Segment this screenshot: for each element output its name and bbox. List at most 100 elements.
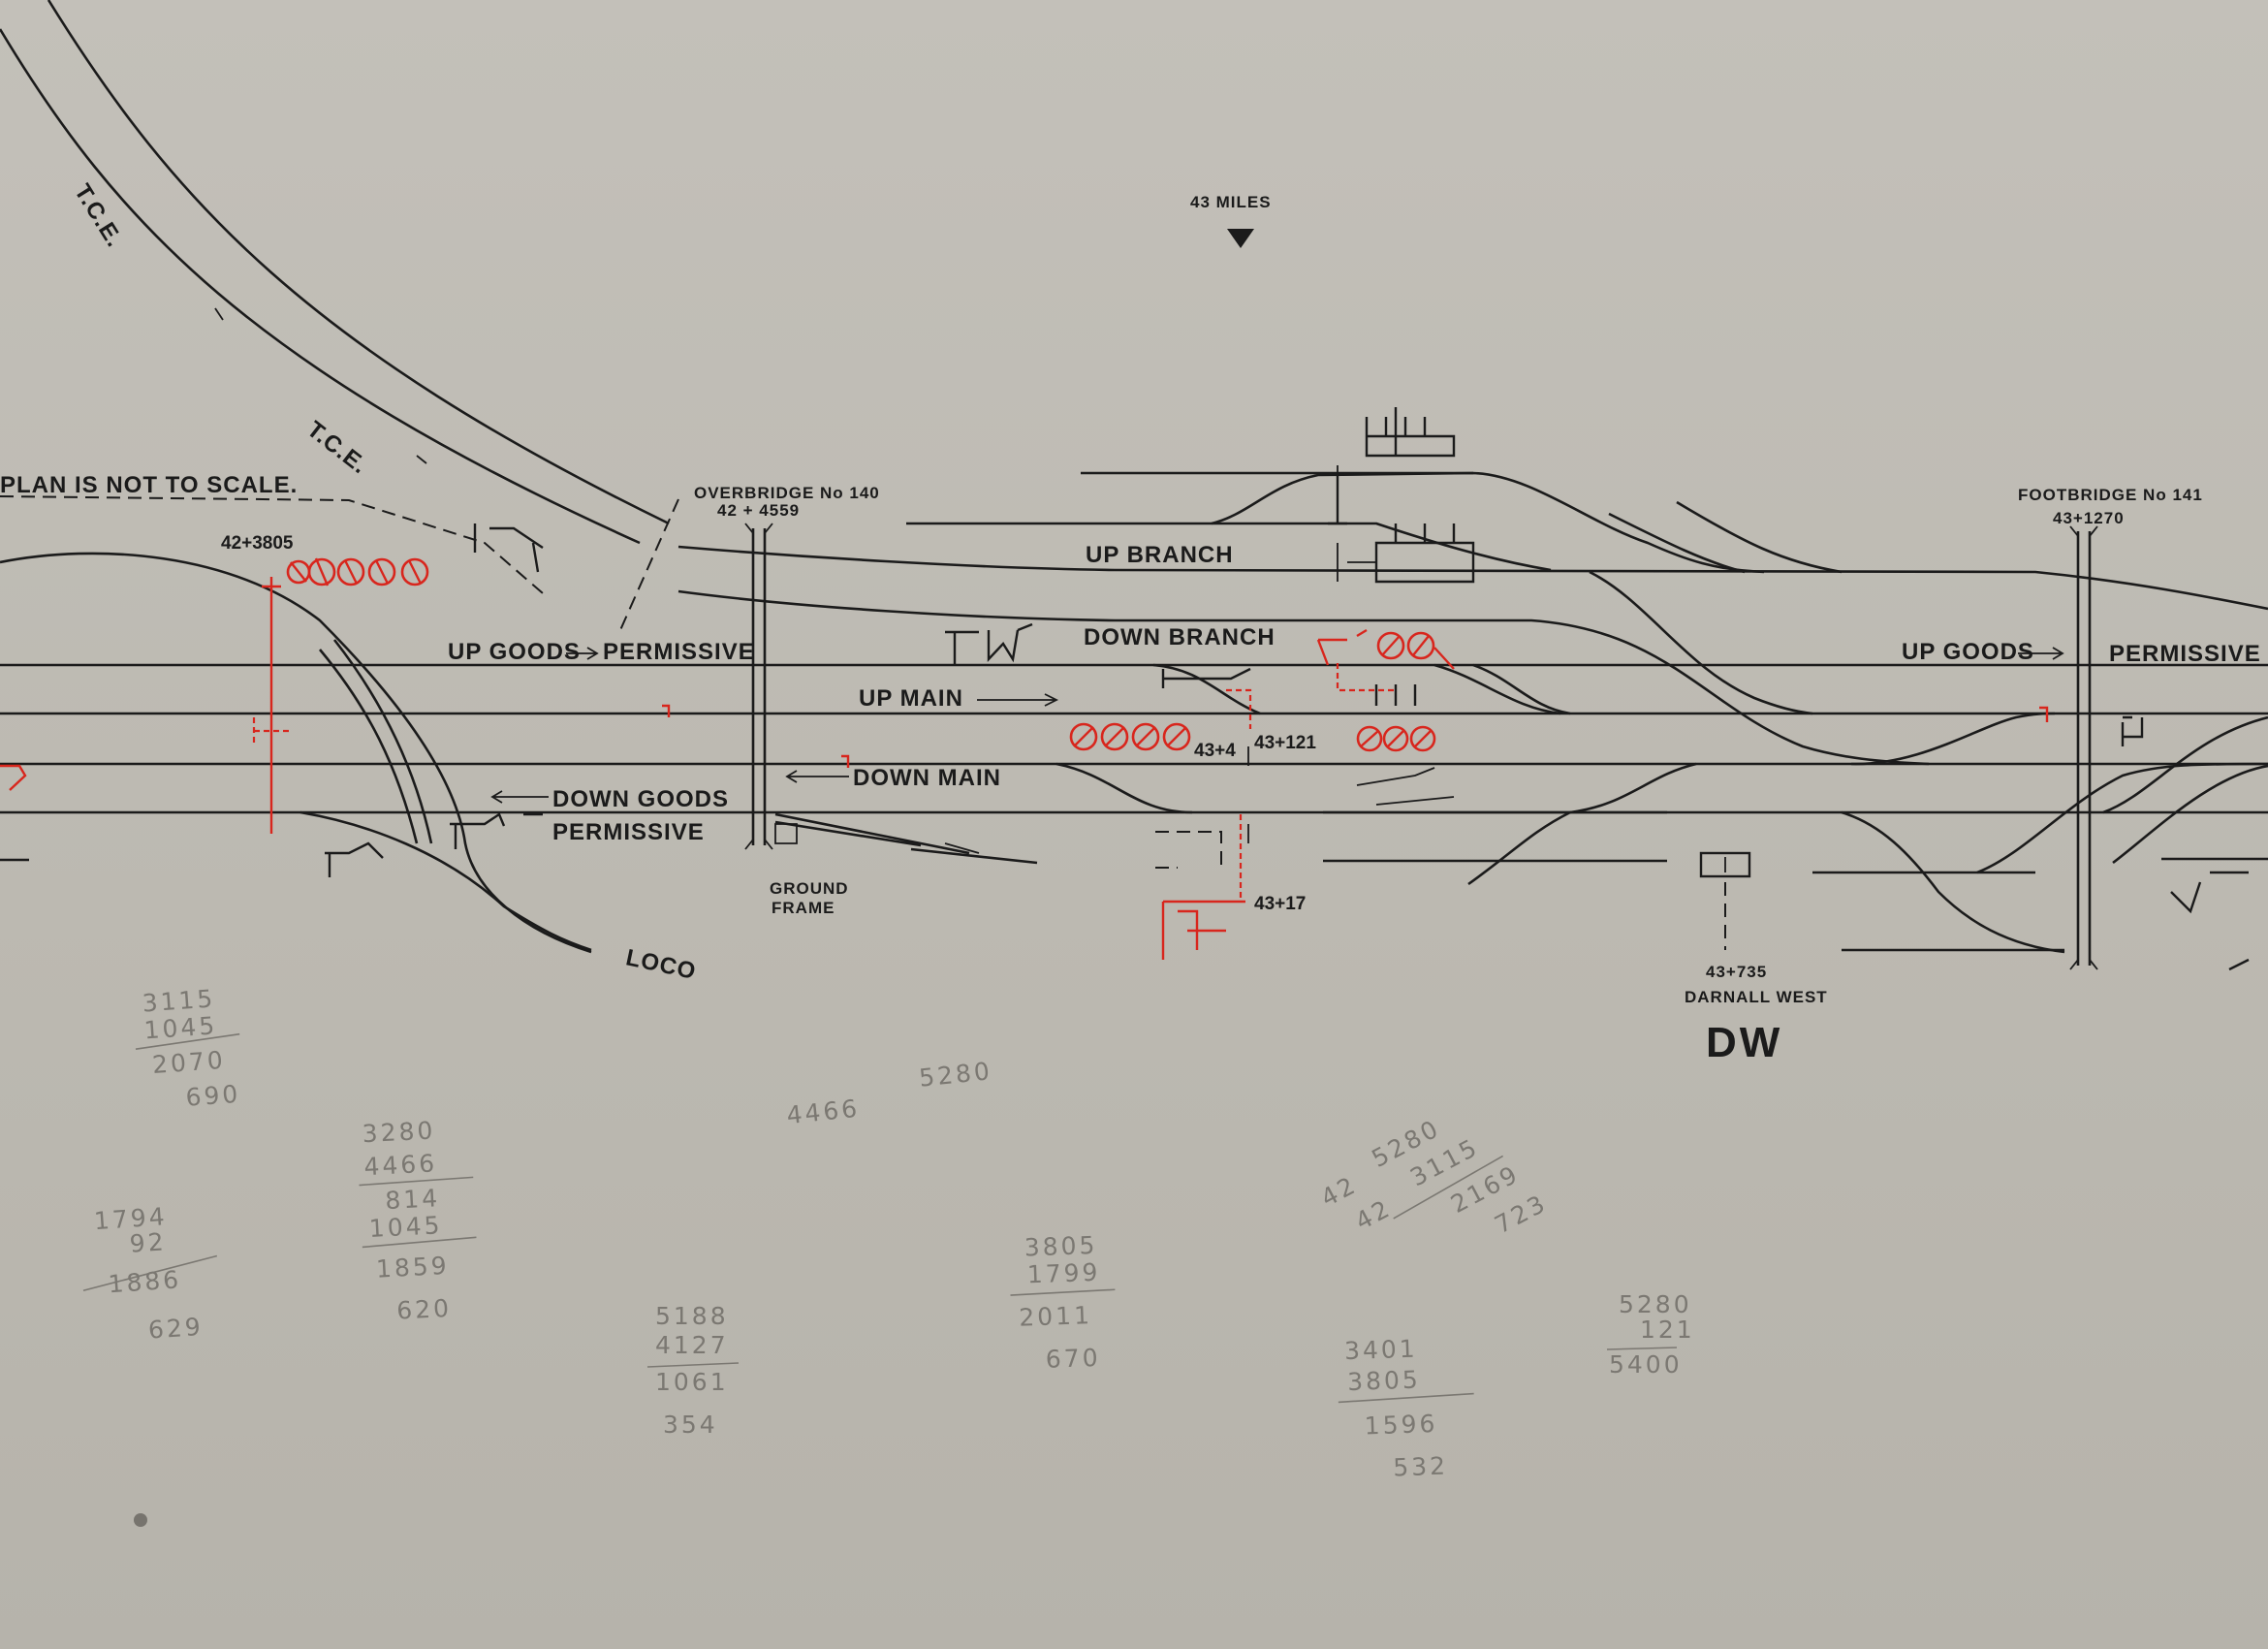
signal-right-downmain: [2170, 871, 2250, 971]
pencil-group-10: 5280 121 5400: [1606, 1290, 1692, 1379]
signal-43-17: [1161, 900, 1245, 960]
running-lines: [0, 545, 2268, 862]
tce-label-mid: T.C.E.: [302, 416, 373, 479]
signal-down-goods: [450, 812, 543, 849]
svg-text:5188: 5188: [655, 1302, 729, 1330]
svg-text:354: 354: [663, 1411, 718, 1439]
overbridge-name: OVERBRIDGE No 140: [694, 484, 880, 502]
signal-dw-pair: [1374, 684, 1417, 706]
signal-left-buffer: [0, 764, 27, 791]
label-up-goods-left: UP GOODS: [448, 639, 581, 665]
red-signals: [0, 557, 2049, 960]
svg-text:629: 629: [147, 1313, 205, 1345]
label-down-main: DOWN MAIN: [853, 765, 1001, 791]
pencil-group-8: 42 42: [1316, 1170, 1397, 1236]
signal-dw-up-main: [1161, 667, 1251, 688]
box-km: 43+735: [1706, 963, 1767, 981]
pencil-group-4: 1794 92 1886 629: [82, 1202, 218, 1345]
loco-spur: [0, 552, 592, 954]
label-permissive-right: PERMISSIVE: [2109, 641, 2261, 667]
pencil-group-6: 5188 4127 1061 354: [646, 1302, 740, 1439]
signal-bank-43-121: [1356, 725, 1436, 752]
signal-up-goods-left: [945, 622, 1033, 665]
signal-right-upgoods: [2121, 715, 2144, 746]
mileage-43-4: 43+4: [1194, 741, 1236, 761]
arrow-up-main: [977, 693, 1059, 707]
svg-text:2070: 2070: [151, 1046, 226, 1079]
labels: PLAN IS NOT TO SCALE. T.C.E. T.C.E. 43 M…: [0, 179, 2261, 1066]
darnall-west-signal-box: [1699, 851, 1751, 950]
svg-text:1794: 1794: [93, 1202, 168, 1235]
footbridge-141: [2069, 525, 2098, 970]
svg-text:42: 42: [1351, 1193, 1397, 1235]
sidings-and-crossovers: [774, 471, 2268, 954]
label-permissive-left: PERMISSIVE: [603, 639, 755, 665]
box-code: DW: [1706, 1019, 1782, 1066]
svg-text:3805: 3805: [1024, 1231, 1098, 1262]
svg-text:92: 92: [129, 1227, 168, 1258]
mileage-43-121: 43+121: [1254, 733, 1316, 753]
pencil-group-2: 4466 5280: [785, 1057, 993, 1130]
black-signals: [325, 523, 2250, 971]
svg-text:4466: 4466: [785, 1094, 861, 1130]
svg-text:2011: 2011: [1019, 1301, 1093, 1332]
arrow-down-main: [785, 770, 849, 783]
svg-text:1886: 1886: [108, 1265, 182, 1298]
miles-marker-label: 43 MILES: [1190, 193, 1272, 211]
scale-note: PLAN IS NOT TO SCALE.: [0, 472, 298, 498]
label-ground-frame-2: FRAME: [772, 899, 835, 917]
label-up-goods-right: UP GOODS: [1902, 639, 2034, 665]
svg-text:3805: 3805: [1347, 1365, 1422, 1396]
signal-tce: [473, 523, 544, 573]
signal-bank-43-4: [1069, 722, 1191, 751]
svg-text:1061: 1061: [655, 1368, 729, 1396]
pencil-group-1: 3115 1045 2070 690: [135, 984, 242, 1112]
arrow-up-goods-right: [2018, 647, 2064, 660]
svg-text:5280: 5280: [918, 1057, 993, 1093]
footbridge-name: FOOTBRIDGE No 141: [2018, 486, 2203, 504]
svg-text:3115: 3115: [142, 984, 216, 1017]
svg-text:1045: 1045: [143, 1011, 218, 1044]
pencil-group-5: 3805 1799 2011 670: [1010, 1231, 1116, 1374]
svg-text:5400: 5400: [1609, 1350, 1683, 1379]
label-ground-frame-1: GROUND: [770, 879, 849, 898]
arrow-down-goods: [490, 790, 549, 804]
pencil-notes: 3115 1045 2070 690 4466 5280 3280 4466 8…: [82, 984, 1692, 1527]
overbridge-140: [744, 523, 773, 850]
signal-loco-ground: [325, 841, 384, 877]
svg-text:1799: 1799: [1026, 1258, 1101, 1289]
branch-buildings: [1328, 407, 1475, 584]
label-up-main: UP MAIN: [859, 685, 963, 712]
svg-text:690: 690: [185, 1080, 242, 1112]
label-down-goods: DOWN GOODS: [552, 786, 729, 812]
svg-text:4466: 4466: [363, 1149, 438, 1181]
svg-text:1859: 1859: [375, 1252, 450, 1284]
svg-text:1596: 1596: [1364, 1410, 1438, 1441]
signal-bank-branch: [1316, 628, 1455, 670]
track-up-branch: [677, 545, 2268, 611]
arrow-up-goods-left: [566, 647, 599, 660]
label-permissive-down: PERMISSIVE: [552, 819, 705, 845]
label-down-branch: DOWN BRANCH: [1084, 624, 1276, 650]
signal-bank-42-3805: [286, 557, 429, 587]
svg-text:4127: 4127: [655, 1331, 729, 1359]
svg-text:1045: 1045: [368, 1211, 443, 1243]
svg-text:42: 42: [1316, 1170, 1362, 1212]
svg-text:3280: 3280: [362, 1116, 436, 1148]
footbridge-km: 43+1270: [2053, 509, 2125, 527]
tce-curve: [0, 0, 679, 631]
svg-text:5280: 5280: [1619, 1290, 1692, 1318]
pencil-group-3: 3280 4466 814 1045 1859 620: [359, 1116, 477, 1325]
dimension-ticks: [774, 465, 1455, 869]
svg-text:814: 814: [385, 1184, 441, 1215]
svg-text:532: 532: [1393, 1452, 1449, 1482]
track-down-branch: [677, 589, 1930, 766]
label-up-branch: UP BRANCH: [1086, 542, 1234, 568]
overbridge-km: 42 + 4559: [717, 501, 800, 520]
pencil-group-7: 5280 3115 2169 723: [1367, 1114, 1552, 1240]
signal-42-3805-post: [262, 577, 281, 834]
paper-blemish: [134, 1513, 147, 1527]
svg-text:3401: 3401: [1344, 1335, 1419, 1366]
